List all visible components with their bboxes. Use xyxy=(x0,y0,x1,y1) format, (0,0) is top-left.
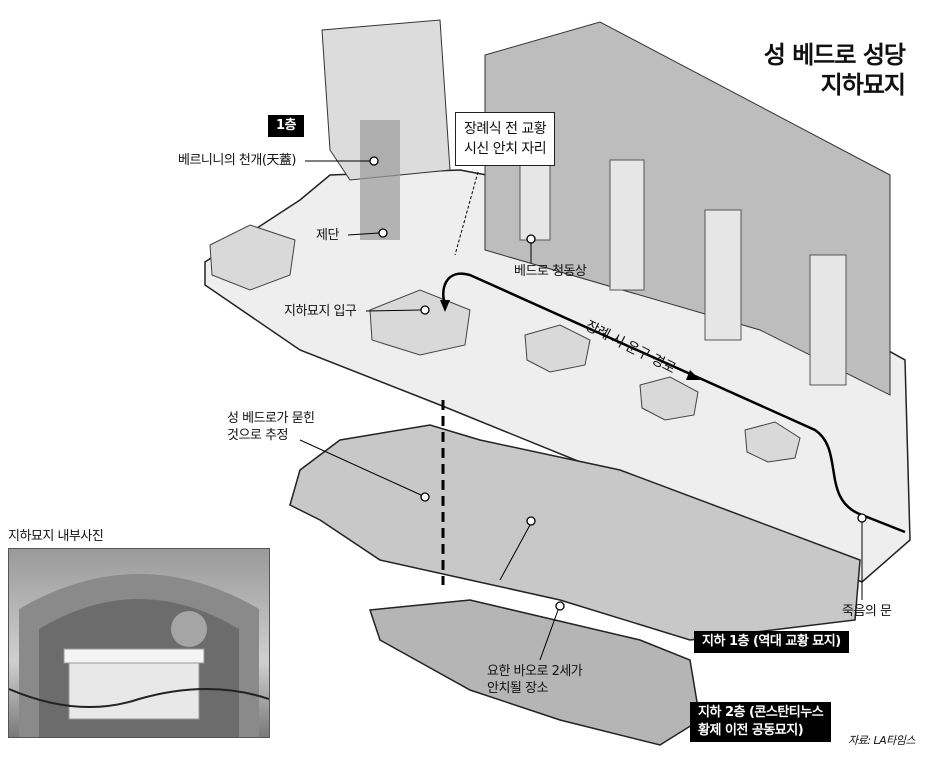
label-baldachin: 베르니니의 천개(天蓋) xyxy=(178,153,297,168)
title-line: 지하묘지 xyxy=(820,71,906,99)
basement-1-tag: 지하 1층 (역대 교황 묘지) xyxy=(694,631,849,653)
callout-line: 시신 안치 자리 xyxy=(464,141,547,157)
marker-dot xyxy=(420,492,430,502)
tomb-photo-illustration xyxy=(9,574,269,737)
label-line: 것으로 추정 xyxy=(227,428,288,443)
source-credit: 자료: LA타임스 xyxy=(848,734,915,747)
marker-dot xyxy=(526,234,536,244)
photo-caption: 지하묘지 내부사진 xyxy=(8,529,104,544)
basement-2-tag: 지하 2층 (콘스탄티누스 황제 이전 공동묘지) xyxy=(690,702,832,742)
callout-box: 장례식 전 교황 시신 안치 자리 xyxy=(455,112,556,166)
page-title: 성 베드로 성당 지하묘지 xyxy=(763,40,906,100)
tag-line: 지하 2층 (콘스탄티누스 xyxy=(698,705,824,720)
callout-line: 장례식 전 교황 xyxy=(464,121,547,137)
basement-2-level xyxy=(368,599,701,746)
marker-dot xyxy=(526,516,536,526)
tag-line: 황제 이전 공동묘지) xyxy=(698,723,804,738)
label-door: 죽음의 문 xyxy=(842,604,892,619)
marker-dot xyxy=(378,228,388,238)
label-peter-tomb: 성 베드로가 묻힌 것으로 추정 xyxy=(227,410,315,444)
ground-floor-tag: 1층 xyxy=(268,115,305,137)
marker-dot xyxy=(369,156,379,166)
label-line: 성 베드로가 묻힌 xyxy=(227,411,315,426)
marker-dot xyxy=(857,513,867,523)
colonnade-wall xyxy=(484,21,891,396)
funeral-route-path xyxy=(442,272,906,534)
title-line: 성 베드로 성당 xyxy=(763,41,906,69)
basement-1-level xyxy=(289,424,861,641)
label-statue: 베드로 청동상 xyxy=(514,264,587,279)
label-altar: 제단 xyxy=(316,228,339,243)
label-line: 안치될 장소 xyxy=(487,681,548,696)
crypt-interior-photo xyxy=(8,548,270,738)
label-entrance: 지하묘지 입구 xyxy=(284,304,357,319)
marker-dot xyxy=(420,305,430,315)
label-jp2: 요한 바오로 2세가 안치될 장소 xyxy=(487,663,583,697)
label-line: 요한 바오로 2세가 xyxy=(487,664,583,679)
marker-dot xyxy=(555,601,565,611)
